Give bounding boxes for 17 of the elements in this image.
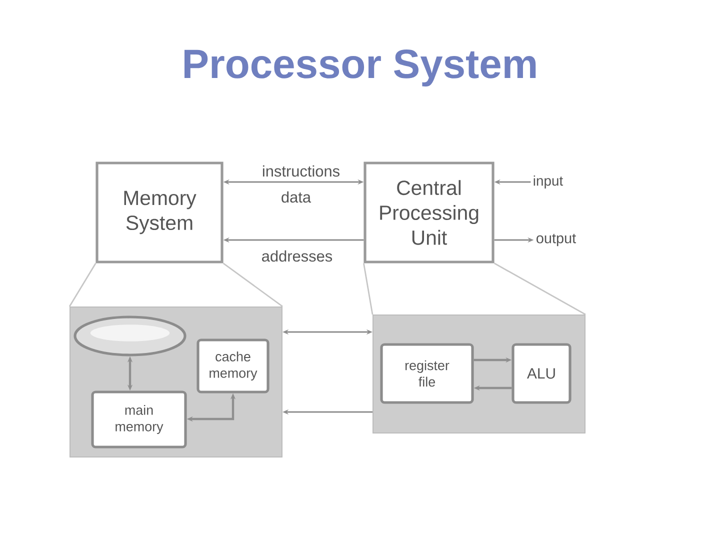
projection-line	[68, 262, 96, 307]
block-box: Central Processing Unit	[364, 162, 494, 264]
edge-label: instructions	[260, 164, 342, 178]
edge-label: addresses	[260, 249, 334, 263]
component-box: main memory	[91, 390, 187, 448]
projection-line	[494, 262, 586, 316]
io-label: output	[536, 234, 576, 246]
projection-line	[222, 262, 283, 308]
flow-label: data	[282, 191, 312, 203]
component-box: cache memory	[196, 338, 270, 394]
component-box: ALU	[512, 343, 572, 404]
block-box: Memory System	[96, 162, 224, 264]
disk-shape	[74, 316, 186, 356]
projection-line	[363, 263, 374, 315]
slide-title: Processor System	[184, 50, 536, 86]
io-label: input	[534, 176, 564, 188]
component-box: register file	[380, 343, 474, 404]
